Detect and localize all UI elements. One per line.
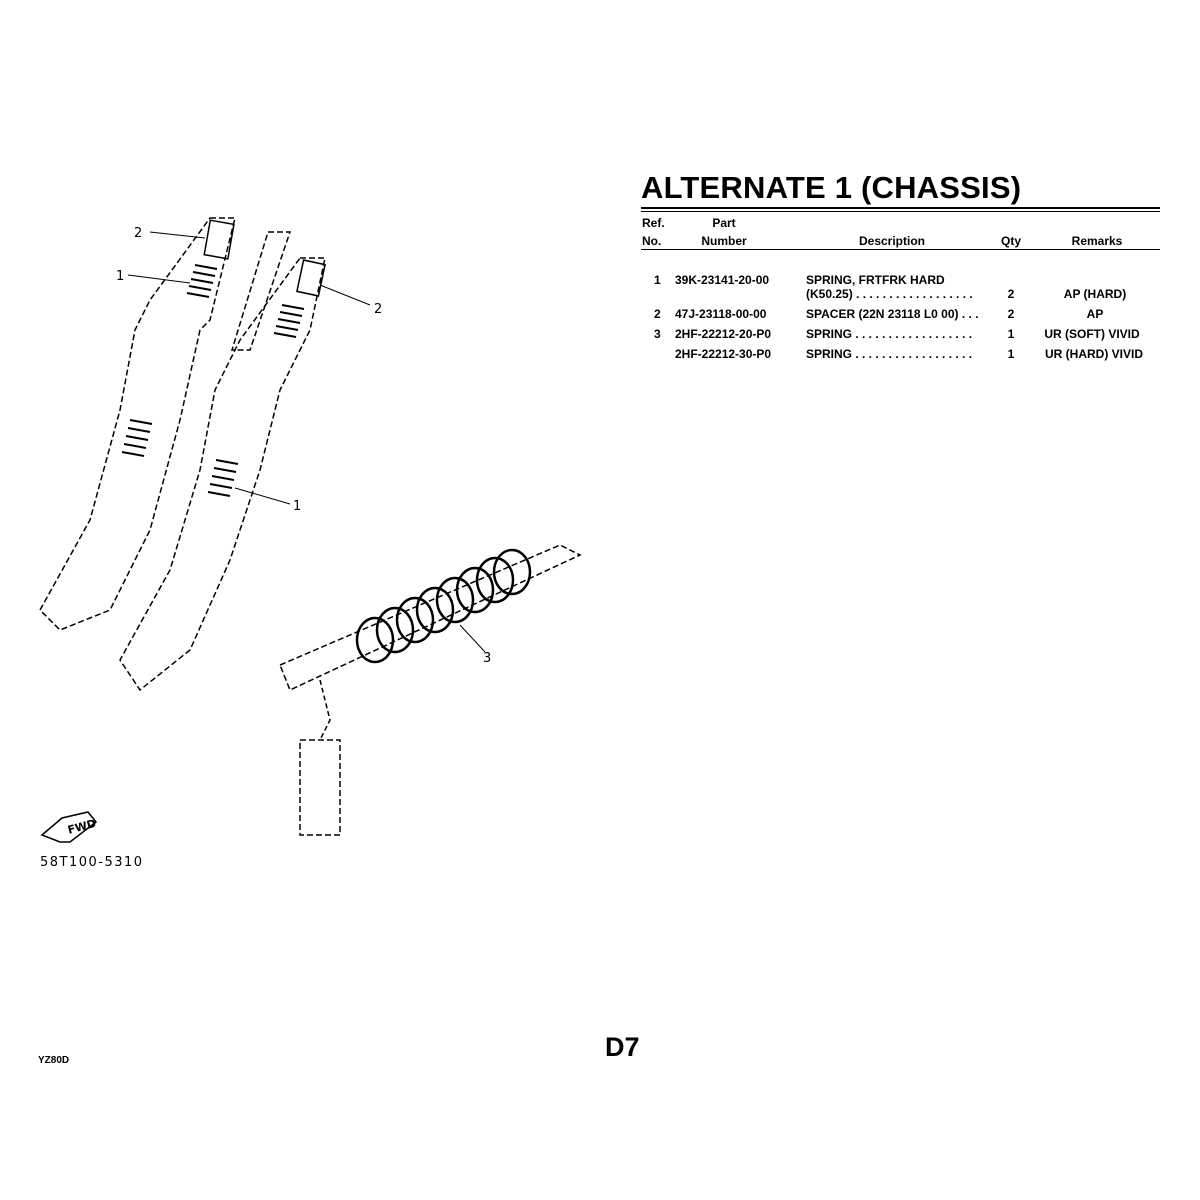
row-remarks: AP xyxy=(1086,307,1104,321)
spacer-part-left xyxy=(203,219,235,260)
row-part-number: 2HF-22212-20-P0 xyxy=(675,327,772,341)
row-description: SPRING, FRTFRK HARD xyxy=(806,273,945,287)
row-description: SPRING . . . . . . . . . . . . . . . . .… xyxy=(806,327,973,341)
spring-right-lower xyxy=(207,459,239,497)
row-ref: 2 xyxy=(654,307,661,321)
row-remarks: UR (HARD) VIVID xyxy=(1045,347,1143,361)
spacer-part-right xyxy=(296,259,326,297)
callout-1: 1 xyxy=(116,269,124,284)
rear-spring-drawing xyxy=(279,544,582,836)
callout-1: 1 xyxy=(293,499,301,514)
row-remarks: AP (HARD) xyxy=(1063,287,1127,301)
row-description: SPRING . . . . . . . . . . . . . . . . .… xyxy=(806,347,973,361)
page-number: D7 xyxy=(605,1032,640,1062)
left-fork-drawing xyxy=(39,217,292,631)
header-qty: Qty xyxy=(1000,234,1022,248)
header-remarks: Remarks xyxy=(1071,234,1123,248)
callout-2: 2 xyxy=(374,302,382,317)
row-description-cont: (K50.25) . . . . . . . . . . . . . . . .… xyxy=(806,287,973,301)
header-ref: Ref. xyxy=(642,216,665,230)
fwd-arrow-icon: FWD xyxy=(40,811,97,843)
spring-right-upper xyxy=(273,304,305,338)
row-qty: 1 xyxy=(1007,347,1015,361)
row-part-number: 39K-23141-20-00 xyxy=(675,273,770,287)
row-qty: 2 xyxy=(1007,287,1015,301)
header-divider xyxy=(641,249,1160,250)
row-part-number: 47J-23118-00-00 xyxy=(675,307,767,321)
row-remarks: UR (SOFT) VIVID xyxy=(1044,327,1140,341)
row-qty: 2 xyxy=(1007,307,1015,321)
page-title: ALTERNATE 1 (CHASSIS) xyxy=(641,170,1022,205)
row-ref: 3 xyxy=(654,327,661,341)
callout-3: 3 xyxy=(483,651,491,666)
row-ref: 1 xyxy=(654,273,661,287)
header-part-number: Number xyxy=(701,234,747,248)
fwd-label: FWD xyxy=(66,817,97,837)
model-code: YZ80D xyxy=(38,1055,70,1066)
diagram-code: 58T100-5310 xyxy=(40,855,144,870)
row-part-number: 2HF-22212-30-P0 xyxy=(675,347,772,361)
title-divider-thin xyxy=(641,211,1160,212)
row-description: SPACER (22N 23118 L0 00) . . . xyxy=(806,307,979,321)
header-ref-no: No. xyxy=(642,234,662,248)
spring-left-lower xyxy=(121,419,153,457)
right-fork-drawing xyxy=(119,257,326,692)
header-description: Description xyxy=(858,234,926,248)
row-qty: 1 xyxy=(1007,327,1015,341)
header-part: Part xyxy=(712,216,736,230)
spring-left-upper xyxy=(186,264,218,298)
callout-2: 2 xyxy=(134,226,142,241)
title-divider xyxy=(641,207,1160,209)
callout-leaders xyxy=(127,231,486,653)
